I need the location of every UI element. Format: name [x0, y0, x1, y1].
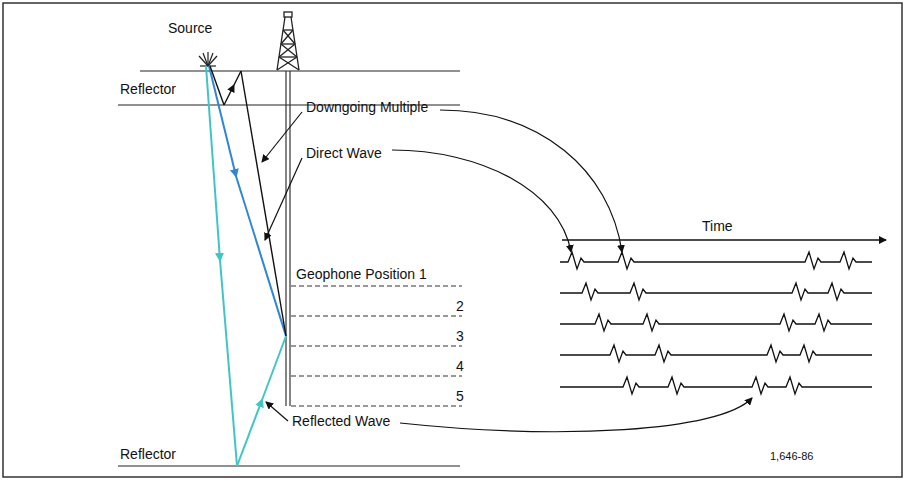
source-symbol	[199, 52, 217, 66]
reflector-line	[118, 465, 460, 466]
trace	[560, 345, 872, 362]
trace	[560, 377, 872, 394]
label: Downgoing Multiple	[306, 99, 428, 115]
label: Time	[702, 218, 733, 234]
reflected-ray	[206, 66, 286, 466]
multiple-ray	[210, 66, 286, 336]
label: Geophone Position 1	[296, 266, 427, 282]
callout-number: 2	[456, 298, 464, 314]
trace	[560, 283, 872, 300]
trace	[560, 314, 872, 331]
frame	[3, 3, 902, 477]
callout-number: 5	[456, 388, 464, 404]
trace	[560, 252, 872, 269]
label: Reflector	[120, 446, 176, 462]
figure-number: 1,646-86	[770, 448, 813, 464]
callout-number: 3	[456, 328, 464, 344]
borehole	[286, 71, 290, 406]
geophone-level	[291, 286, 462, 406]
label: Source	[168, 20, 212, 36]
label: Direct Wave	[306, 145, 382, 161]
seismic-traces	[560, 252, 872, 394]
time-axis	[562, 239, 886, 240]
surface-line	[140, 70, 460, 71]
label: Reflector	[120, 81, 176, 97]
direct-ray	[209, 66, 286, 336]
callout-number: 4	[456, 358, 464, 374]
derrick-symbol	[277, 12, 299, 70]
leader-line	[262, 110, 752, 432]
label: Reflected Wave	[292, 413, 390, 429]
